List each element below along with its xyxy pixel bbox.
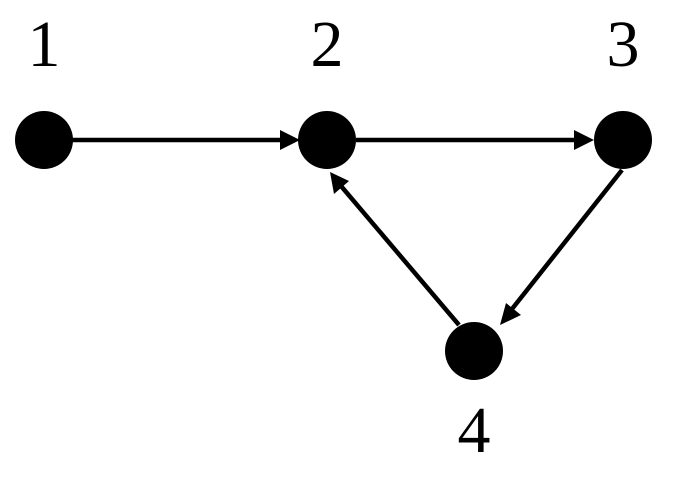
edge-1-to-2 — [72, 130, 300, 150]
node-4: 4 — [445, 322, 503, 467]
node-1: 1 — [15, 8, 73, 169]
node-4-label: 4 — [458, 394, 491, 467]
node-2: 2 — [298, 8, 356, 169]
node-2-label: 2 — [311, 8, 344, 81]
node-1-label: 1 — [28, 8, 61, 81]
edge-4-to-2 — [330, 172, 461, 327]
node-3-label: 3 — [607, 8, 640, 81]
node-3: 3 — [594, 8, 652, 169]
edge-3-to-4 — [500, 168, 624, 325]
edge-2-to-3 — [356, 130, 594, 150]
